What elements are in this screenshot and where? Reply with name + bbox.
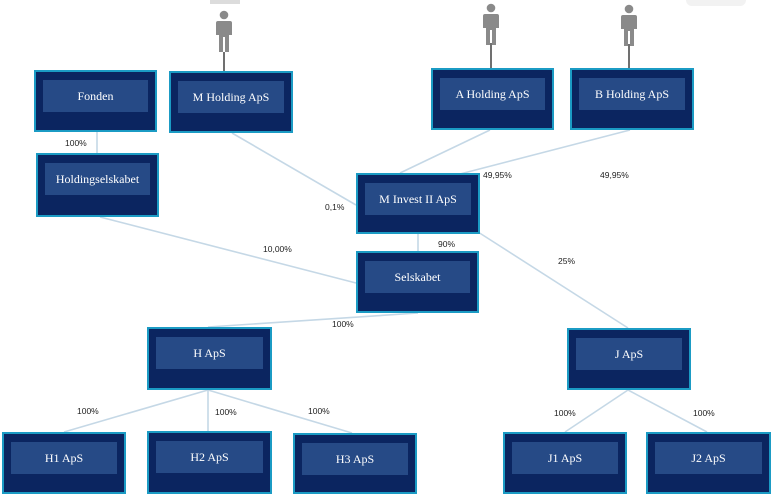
node-m-invest: M Invest II ApS <box>356 173 480 234</box>
node-b-holding: B Holding ApS <box>570 68 694 130</box>
node-selskabet: Selskabet <box>356 251 479 313</box>
line-j-j2 <box>627 389 708 433</box>
page-edge-shadow <box>210 0 240 4</box>
node-h1-aps: H1 ApS <box>2 432 126 494</box>
node-label: Selskabet <box>365 261 470 293</box>
line-a-holding-m-invest <box>399 129 491 174</box>
node-j2-aps: J2 ApS <box>646 432 771 494</box>
line-b-holding-m-invest <box>459 129 631 175</box>
line-holdingselskabet-selskabet <box>99 216 357 284</box>
person-icon <box>621 4 637 46</box>
node-label: H ApS <box>156 337 263 369</box>
ownership-m-invest-selskabet: 90% <box>438 239 456 249</box>
node-label: A Holding ApS <box>440 78 545 110</box>
node-label: M Holding ApS <box>178 81 284 113</box>
page-edge-shadow <box>686 0 746 6</box>
node-label: B Holding ApS <box>579 78 685 110</box>
line-j-j1 <box>564 389 629 433</box>
ownership-j-j2: 100% <box>693 408 715 418</box>
node-a-holding: A Holding ApS <box>431 68 554 130</box>
node-label: J ApS <box>576 338 682 370</box>
ownership-fonden-holdingselskabet: 100% <box>65 138 87 148</box>
node-h3-aps: H3 ApS <box>293 433 417 494</box>
node-label: J1 ApS <box>512 442 618 474</box>
ownership-h-h1: 100% <box>77 406 99 416</box>
node-label: M Invest II ApS <box>365 183 471 215</box>
ownership-h-h2: 100% <box>215 407 237 417</box>
node-h-aps: H ApS <box>147 327 272 390</box>
line-h-h3 <box>207 389 353 434</box>
line-selskabet-h <box>207 312 419 328</box>
person-icon <box>216 10 232 52</box>
node-label: H3 ApS <box>302 443 408 475</box>
person-icon <box>483 3 499 45</box>
node-label: Fonden <box>43 80 148 112</box>
ownership-h-h3: 100% <box>308 406 330 416</box>
line-m-invest-j <box>477 231 629 329</box>
node-label: J2 ApS <box>655 442 762 474</box>
node-h2-aps: H2 ApS <box>147 431 272 494</box>
ownership-j-j1: 100% <box>554 408 576 418</box>
line-h-h1 <box>63 389 209 433</box>
ownership-b-holding-m-invest: 49,95% <box>600 170 629 180</box>
ownership-m-invest-j: 25% <box>558 256 576 266</box>
node-j1-aps: J1 ApS <box>503 432 627 494</box>
node-label: Holdingselskabet <box>45 163 150 195</box>
ownership-holdingselskabet-selskabet: 10,00% <box>263 244 292 254</box>
node-holdingselskabet: Holdingselskabet <box>36 153 159 217</box>
ownership-m-holding-m-invest: 0,1% <box>325 202 345 212</box>
node-j-aps: J ApS <box>567 328 691 390</box>
node-label: H1 ApS <box>11 442 117 474</box>
node-label: H2 ApS <box>156 441 263 473</box>
ownership-selskabet-h: 100% <box>332 319 354 329</box>
ownership-a-holding-m-invest: 49,95% <box>483 170 512 180</box>
node-m-holding: M Holding ApS <box>169 71 293 133</box>
line-m-holding-m-invest <box>231 132 357 206</box>
node-fonden: Fonden <box>34 70 157 132</box>
